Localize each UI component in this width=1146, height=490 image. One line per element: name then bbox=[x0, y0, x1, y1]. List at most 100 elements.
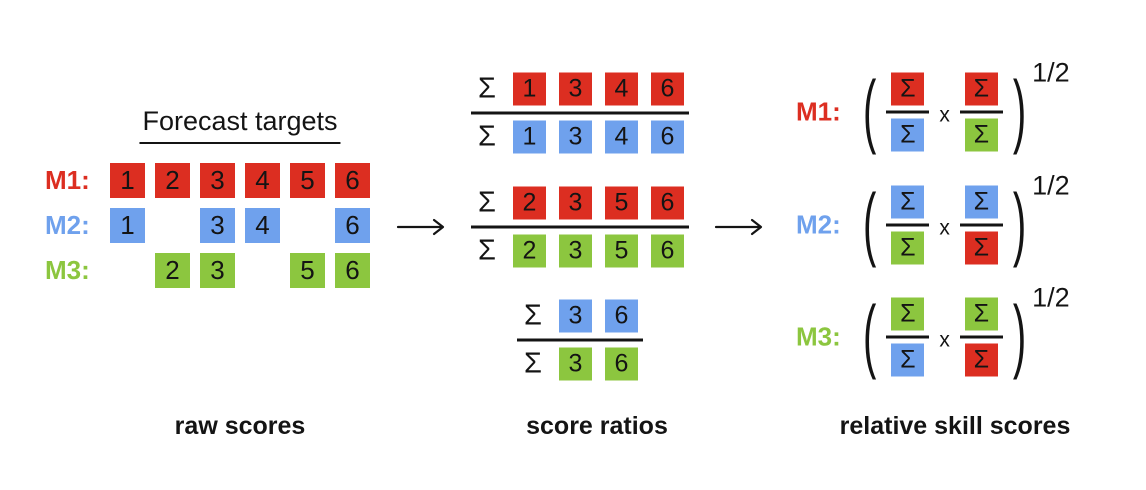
sigma-box: Σ bbox=[891, 72, 925, 106]
multiply-sign: x bbox=[939, 103, 950, 126]
score-box: 6 bbox=[605, 299, 638, 333]
multiply-sign: x bbox=[939, 328, 950, 351]
score-box: 1 bbox=[110, 163, 145, 198]
sigma-symbol: Σ bbox=[478, 120, 496, 153]
forecast-targets-title: Forecast targets bbox=[139, 106, 341, 144]
score-box: 6 bbox=[651, 72, 684, 106]
sigma-symbol: Σ bbox=[524, 347, 542, 380]
score-box: 3 bbox=[200, 253, 235, 288]
paren-close: ) bbox=[1012, 290, 1027, 382]
sigma-box: Σ bbox=[891, 343, 925, 377]
score-box: 4 bbox=[245, 208, 280, 243]
sigma-symbol: Σ bbox=[524, 299, 542, 332]
score-box: 2 bbox=[155, 163, 190, 198]
score-box: 4 bbox=[605, 120, 638, 154]
arrow-right-icon bbox=[396, 218, 445, 236]
sigma-box: Σ bbox=[964, 343, 998, 377]
score-box: 6 bbox=[651, 186, 684, 220]
fraction-bar bbox=[886, 335, 930, 339]
paren-open: ( bbox=[863, 290, 877, 382]
score-box: 3 bbox=[559, 72, 592, 106]
score-box: 1 bbox=[513, 120, 546, 154]
model-label-m1: M1: bbox=[796, 96, 841, 127]
score-box: 5 bbox=[605, 186, 638, 220]
model-label-m1: M1: bbox=[45, 165, 90, 195]
model-label-m2: M2: bbox=[796, 209, 841, 240]
score-box: 5 bbox=[290, 163, 325, 198]
caption-raw-scores: raw scores bbox=[174, 412, 306, 440]
score-box: 3 bbox=[200, 208, 235, 243]
score-box: 1 bbox=[110, 208, 145, 243]
score-box: 2 bbox=[513, 186, 546, 220]
model-label-m2: M2: bbox=[45, 210, 90, 240]
paren-close: ) bbox=[1012, 178, 1027, 270]
paren-close: ) bbox=[1012, 65, 1027, 157]
sigma-box: Σ bbox=[964, 185, 998, 219]
score-box: 2 bbox=[513, 234, 546, 268]
score-box: 2 bbox=[155, 253, 190, 288]
score-box: 4 bbox=[245, 163, 280, 198]
empty-slot bbox=[290, 208, 325, 243]
score-box: 3 bbox=[559, 299, 592, 333]
sigma-box: Σ bbox=[964, 297, 998, 331]
multiply-sign: x bbox=[939, 216, 950, 239]
empty-slot bbox=[155, 208, 190, 243]
score-box: 6 bbox=[335, 253, 370, 288]
score-box: 1 bbox=[513, 72, 546, 106]
fraction-bar bbox=[959, 335, 1003, 339]
fraction-bar bbox=[517, 338, 643, 342]
score-box: 6 bbox=[651, 234, 684, 268]
sigma-box: Σ bbox=[964, 72, 998, 106]
fraction-bar bbox=[471, 111, 689, 115]
empty-slot bbox=[245, 253, 280, 288]
score-box: 3 bbox=[559, 186, 592, 220]
caption-score-ratios: score ratios bbox=[526, 412, 668, 440]
model-label-m3: M3: bbox=[45, 255, 90, 285]
fraction-bar bbox=[959, 223, 1003, 227]
arrow-right-icon bbox=[714, 218, 763, 236]
caption-relative-skill-scores: relative skill scores bbox=[839, 412, 1071, 440]
fraction-bar bbox=[471, 225, 689, 229]
paren-open: ( bbox=[863, 65, 877, 157]
sigma-box: Σ bbox=[891, 118, 925, 152]
score-box: 3 bbox=[559, 234, 592, 268]
score-box: 4 bbox=[605, 72, 638, 106]
exponent-one-half: 1/2 bbox=[1032, 57, 1070, 88]
fraction-bar bbox=[959, 110, 1003, 114]
paren-open: ( bbox=[863, 178, 877, 270]
score-box: 3 bbox=[200, 163, 235, 198]
fraction-bar bbox=[886, 223, 930, 227]
sigma-box: Σ bbox=[891, 231, 925, 265]
score-box: 3 bbox=[559, 347, 592, 381]
sigma-box: Σ bbox=[964, 231, 998, 265]
score-box: 6 bbox=[335, 208, 370, 243]
fraction-bar bbox=[886, 110, 930, 114]
model-label-m3: M3: bbox=[796, 321, 841, 352]
sigma-symbol: Σ bbox=[478, 234, 496, 267]
sigma-box: Σ bbox=[891, 297, 925, 331]
exponent-one-half: 1/2 bbox=[1032, 282, 1070, 313]
exponent-one-half: 1/2 bbox=[1032, 170, 1070, 201]
score-box: 6 bbox=[605, 347, 638, 381]
score-box: 3 bbox=[559, 120, 592, 154]
empty-slot bbox=[110, 253, 145, 288]
sigma-box: Σ bbox=[964, 118, 998, 152]
